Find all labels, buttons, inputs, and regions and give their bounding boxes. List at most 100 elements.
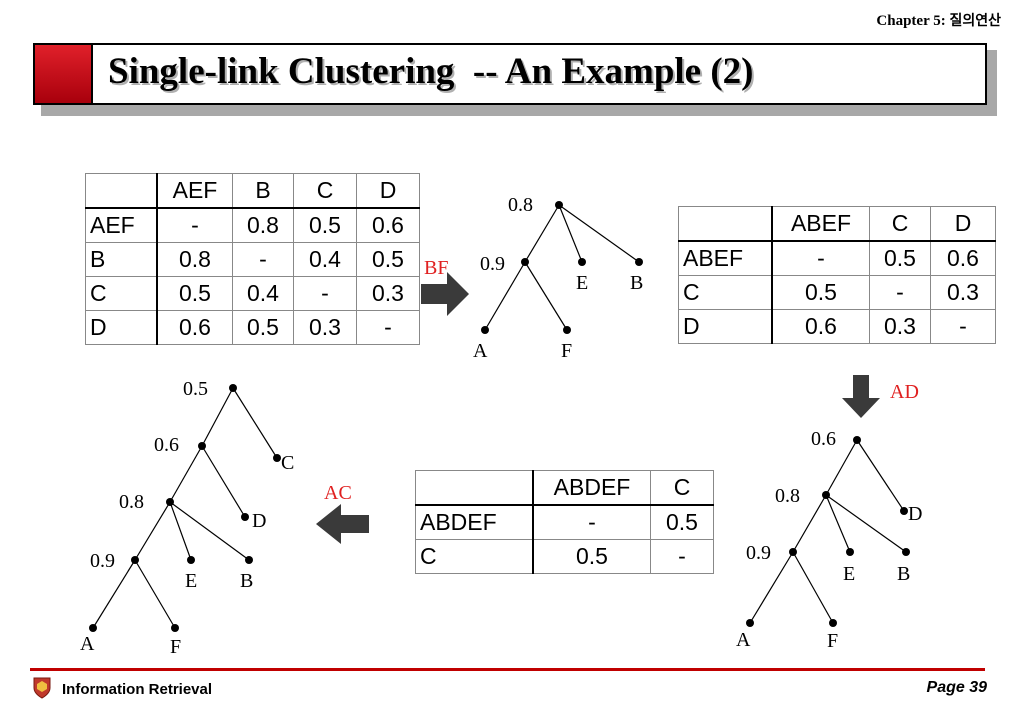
- matrix-cell: 0.5: [869, 240, 931, 276]
- tree-node: [853, 436, 861, 444]
- tree-edge: [92, 559, 136, 629]
- matrix-cell: -: [232, 242, 294, 277]
- matrix-row-label: C: [415, 539, 534, 574]
- tree-3-nodes: [89, 384, 281, 632]
- tree-1-nodes: [481, 201, 643, 334]
- matrix-cell: 0.5: [532, 539, 651, 574]
- matrix-col-header: D: [930, 206, 996, 242]
- tree-edge: [792, 494, 827, 553]
- matrix-header-row: ABEF C D: [678, 206, 996, 242]
- matrix-header-row: AEF B C D: [85, 173, 420, 209]
- matrix-cell: 0.3: [869, 309, 931, 344]
- step-label-ac: AC: [324, 482, 352, 504]
- matrix-cell: 0.5: [232, 310, 294, 345]
- tree-node: [829, 619, 837, 627]
- matrix-cell: 0.3: [356, 276, 420, 311]
- tree-3-leaf-label: F: [170, 636, 182, 658]
- tree-edge: [169, 501, 192, 561]
- matrix-cell: -: [156, 207, 233, 243]
- matrix-col-header: ABDEF: [532, 470, 651, 506]
- matrix-cell: 0.5: [356, 242, 420, 277]
- arrow-left-icon: [316, 504, 369, 544]
- tree-2-leaf-label: E: [843, 563, 856, 585]
- distance-matrix-2: ABEF C D ABEF - 0.5 0.6 C 0.5 - 0.3 D 0.…: [678, 206, 996, 344]
- page-title: Single-link Clustering -- An Example (2): [108, 51, 754, 92]
- tree-edge: [524, 204, 560, 263]
- matrix-row-label: ABDEF: [415, 504, 534, 540]
- shield-logo-icon: [33, 677, 51, 699]
- tree-3-leaf-label: D: [252, 510, 267, 532]
- matrix-cell: -: [356, 310, 420, 345]
- tree-2-level-label: 0.8: [775, 485, 800, 507]
- tree-2-leaf-label: B: [897, 563, 911, 585]
- matrix-row-label: D: [678, 309, 773, 344]
- tree-edge: [825, 494, 851, 553]
- tree-2-level-label: 0.6: [811, 428, 836, 450]
- matrix-cell: 0.5: [293, 207, 357, 243]
- tree-node: [245, 556, 253, 564]
- matrix-col-header: C: [650, 470, 714, 506]
- step-label-ad: AD: [890, 381, 919, 403]
- title-red-block: [33, 43, 93, 105]
- matrix-corner: [678, 206, 773, 242]
- tree-node: [902, 548, 910, 556]
- tree-node: [822, 491, 830, 499]
- matrix-header-row: ABDEF C: [415, 470, 714, 506]
- matrix-cell: 0.4: [232, 276, 294, 311]
- distance-matrix-1: AEF B C D AEF - 0.8 0.5 0.6 B 0.8 - 0.4 …: [85, 173, 420, 345]
- tree-3-level-label: 0.5: [183, 378, 208, 400]
- tree-2-leaf-label: D: [908, 503, 923, 525]
- tree-edge: [825, 494, 907, 553]
- tree-node: [521, 258, 529, 266]
- tree-node: [198, 442, 206, 450]
- tree-node: [563, 326, 571, 334]
- tree-3-level-label: 0.6: [154, 434, 179, 456]
- tree-edge: [169, 445, 203, 503]
- tree-edge: [169, 501, 250, 561]
- matrix-cell: 0.6: [156, 310, 233, 345]
- tree-node: [273, 454, 281, 462]
- tree-node: [900, 507, 908, 515]
- tree-node: [166, 498, 174, 506]
- tree-3-edges: [92, 387, 278, 629]
- tree-2-leaf-label: A: [736, 629, 751, 651]
- tree-edge: [134, 559, 176, 629]
- tree-3-leaf-label: C: [281, 452, 295, 474]
- matrix-row-label: AEF: [85, 207, 158, 243]
- tree-1-level-label: 0.9: [480, 253, 505, 275]
- tree-edge: [484, 261, 526, 331]
- tree-edge: [201, 387, 234, 447]
- matrix-col-header: D: [356, 173, 420, 209]
- chapter-label: Chapter 5: 질의연산: [876, 10, 1001, 30]
- tree-1-leaf-label: B: [630, 272, 644, 294]
- arrow-down-icon: [842, 375, 880, 418]
- tree-2-nodes: [746, 436, 910, 627]
- tree-node: [229, 384, 237, 392]
- matrix-row: C 0.5 -: [415, 539, 714, 574]
- step-label-bf: BF: [424, 257, 449, 279]
- tree-1-leaf-label: A: [473, 340, 488, 362]
- tree-edge: [134, 501, 171, 561]
- matrix-row-label: C: [85, 276, 158, 311]
- matrix-row: AEF - 0.8 0.5 0.6: [85, 207, 420, 243]
- matrix-cell: 0.6: [771, 309, 870, 344]
- title-box: [33, 43, 987, 105]
- tree-2-leaf-label: F: [827, 630, 839, 652]
- matrix-row: D 0.6 0.5 0.3 -: [85, 310, 420, 345]
- matrix-row-label: C: [678, 275, 773, 310]
- tree-node: [481, 326, 489, 334]
- matrix-col-header: C: [293, 173, 357, 209]
- matrix-row-label: ABEF: [678, 240, 773, 276]
- matrix-cell: 0.5: [650, 504, 714, 540]
- tree-edge: [558, 204, 640, 263]
- matrix-col-header: ABEF: [771, 206, 870, 242]
- footer-course: Information Retrieval: [62, 681, 213, 698]
- tree-edge: [524, 261, 568, 331]
- matrix-cell: 0.3: [293, 310, 357, 345]
- tree-edge: [201, 445, 246, 518]
- tree-2-level-label: 0.9: [746, 542, 771, 564]
- tree-node: [241, 513, 249, 521]
- tree-node: [789, 548, 797, 556]
- matrix-row: C 0.5 0.4 - 0.3: [85, 276, 420, 311]
- matrix-cell: 0.8: [156, 242, 233, 277]
